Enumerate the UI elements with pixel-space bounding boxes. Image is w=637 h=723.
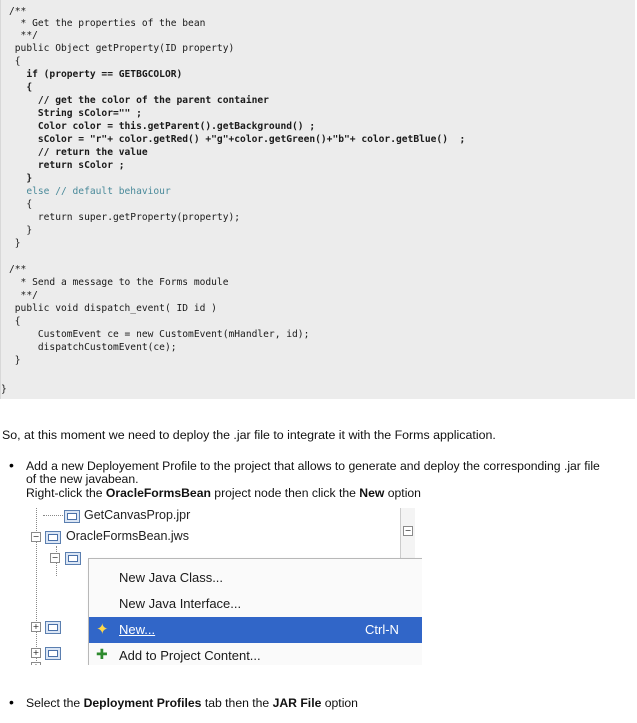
new-sparkle-icon: ✦ [96,621,109,638]
code-line: } [9,225,33,236]
code-line: dispatchCustomEvent(ce); [9,342,177,353]
project-name: OracleFormsBean [105,486,211,500]
expand-icon[interactable]: + [31,648,41,658]
code-line: String sColor="" ; [9,108,142,119]
code-line: /** [9,264,27,275]
bullet-text: of the new javabean. [26,472,139,486]
code-block: /** * Get the properties of the bean **/… [0,0,635,399]
code-line: return super.getProperty(property); [9,212,241,223]
code-line: { [9,316,21,327]
project-icon [64,510,80,523]
code-line: return sColor ; [9,160,125,171]
code-line: else // default behaviour [9,186,171,198]
code-line: /** [9,6,27,17]
code-line: **/ [9,30,38,41]
menu-item-label: New... [119,622,156,637]
context-menu: New Java Class... New Java Interface... … [88,558,422,665]
intro-paragraph: So, at this moment we need to deploy the… [2,428,496,442]
collapse-icon[interactable]: − [403,526,413,536]
expand-icon[interactable]: + [31,662,41,665]
menu-item-label: New Java Class... [119,570,224,585]
bullet-dot: • [9,457,14,473]
text-run: option [321,696,358,710]
menu-item-new-java-interface[interactable]: New Java Interface... [89,591,422,617]
code-line: } [9,173,33,184]
code-line: } [1,384,7,395]
option-name: New [359,486,385,500]
text-run: tab then the [201,696,273,710]
code-line: sColor = "r"+ color.getRed() +"g"+color.… [9,134,466,145]
text-run: option [384,486,421,500]
code-line: { [9,56,21,67]
collapse-icon[interactable]: − [31,532,41,542]
code-line: if (property == GETBGCOLOR) [9,69,183,80]
code-line: * Send a message to the Forms module [9,277,229,288]
code-line-text: else // default behaviour [9,186,171,197]
menu-item-new-java-class[interactable]: New Java Class... [89,565,422,591]
code-line: Color color = this.getParent().getBackgr… [9,121,316,132]
tree-item-getcanvasprop[interactable]: GetCanvasProp.jpr [84,508,191,522]
text-run: Select the [26,696,84,710]
expand-icon[interactable]: + [31,622,41,632]
add-icon: ✚ [96,646,108,662]
context-menu-screenshot: GetCanvasProp.jpr − OracleFormsBean.jws … [28,508,422,665]
code-line: public Object getProperty(ID property) [9,43,235,54]
menu-item-new[interactable]: ✦ New... Ctrl-N [89,617,422,643]
code-line: CustomEvent ce = new CustomEvent(mHandle… [9,329,310,340]
code-line: // return the value [9,147,148,158]
text-run: Right-click the [26,486,106,500]
code-line: } [9,355,21,366]
tab-name: Deployment Profiles [83,696,202,710]
workspace-icon [45,531,61,544]
bullet-text: Add a new Deployement Profile to the pro… [26,459,600,473]
menu-item-label: New Java Interface... [119,596,242,611]
menu-item-add-to-project[interactable]: ✚ Add to Project Content... [89,643,422,665]
code-line: public void dispatch_event( ID id ) [9,303,217,314]
bullet-text: Select the Deployment Profiles tab then … [26,696,358,710]
scrollbar[interactable]: − [400,508,415,558]
project-icon [45,621,61,634]
code-line: { [9,199,33,210]
code-line: { [9,82,33,93]
bullet-text: Right-click the OracleFormsBean project … [26,486,421,500]
bullet-dot: • [9,694,14,710]
collapse-icon[interactable]: − [50,553,60,563]
tree-line [36,508,37,665]
code-line: **/ [9,290,38,301]
code-line: // get the color of the parent container [9,95,269,106]
code-line: * Get the properties of the bean [9,18,206,29]
option-name: JAR File [272,696,322,710]
text-run: project node then click the [210,486,360,500]
tree-item-oracleformsbean[interactable]: OracleFormsBean.jws [66,529,189,543]
project-icon [45,647,61,660]
menu-item-label: Add to Project Content... [119,648,261,663]
project-icon [65,552,81,565]
code-line: } [9,238,21,249]
menu-item-shortcut: Ctrl-N [365,622,399,637]
tree-line [43,515,63,516]
